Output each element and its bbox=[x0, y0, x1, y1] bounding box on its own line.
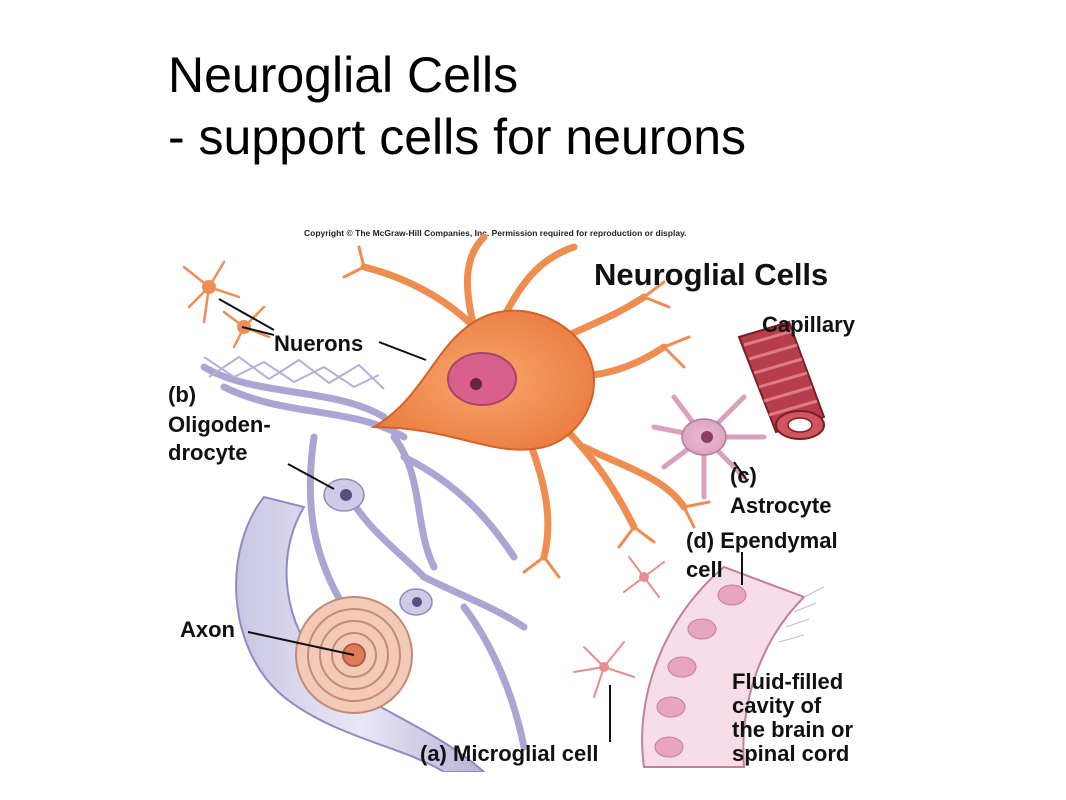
label-nuerons: Nuerons bbox=[274, 331, 363, 356]
slide-title: Neuroglial Cells - support cells for neu… bbox=[168, 44, 746, 168]
astrocyte bbox=[651, 394, 767, 500]
title-line-2: - support cells for neurons bbox=[168, 109, 747, 165]
microglial-cells bbox=[573, 556, 665, 698]
oligodendrocyte-cell bbox=[323, 478, 433, 616]
small-neuron-body-1 bbox=[202, 280, 216, 294]
label-astrocyte: Astrocyte bbox=[730, 493, 831, 518]
diagram-svg: Copyright © The McGraw-Hill Companies, I… bbox=[164, 227, 883, 772]
neuron-fine-branches bbox=[342, 245, 711, 579]
capillary bbox=[737, 320, 826, 440]
label-astro-c: (c) bbox=[730, 463, 757, 488]
label-oligo-1: Oligoden- bbox=[168, 412, 271, 437]
neuron-nucleolus bbox=[470, 378, 482, 390]
label-oligo-2: drocyte bbox=[168, 440, 247, 465]
label-fluid-2: cavity of bbox=[732, 693, 822, 718]
oligodendrocyte-mesh bbox=[203, 355, 385, 390]
label-ependymal-1: (d) Ependymal bbox=[686, 528, 838, 553]
title-line-1: Neuroglial Cells bbox=[168, 47, 519, 103]
leader-lines bbox=[218, 298, 747, 742]
label-capillary: Capillary bbox=[762, 312, 856, 337]
myelin-sheath bbox=[235, 495, 486, 772]
label-fluid-4: spinal cord bbox=[732, 741, 849, 766]
label-fluid-3: the brain or bbox=[732, 717, 853, 742]
label-microglial: (a) Microglial cell bbox=[420, 741, 599, 766]
label-axon: Axon bbox=[180, 617, 235, 642]
label-fluid-1: Fluid-filled bbox=[732, 669, 843, 694]
ependymal-cells bbox=[641, 565, 825, 768]
neuroglial-diagram: Copyright © The McGraw-Hill Companies, I… bbox=[164, 227, 883, 772]
microglia-body-1 bbox=[599, 662, 609, 672]
microglia-body-2 bbox=[639, 572, 649, 582]
label-ependymal-2: cell bbox=[686, 557, 723, 582]
copyright-text: Copyright © The McGraw-Hill Companies, I… bbox=[304, 228, 687, 238]
neuron-nucleus bbox=[447, 352, 517, 406]
small-neurons bbox=[182, 260, 271, 349]
figure-heading: Neuroglial Cells bbox=[594, 257, 828, 292]
label-oligo-b: (b) bbox=[168, 382, 196, 407]
